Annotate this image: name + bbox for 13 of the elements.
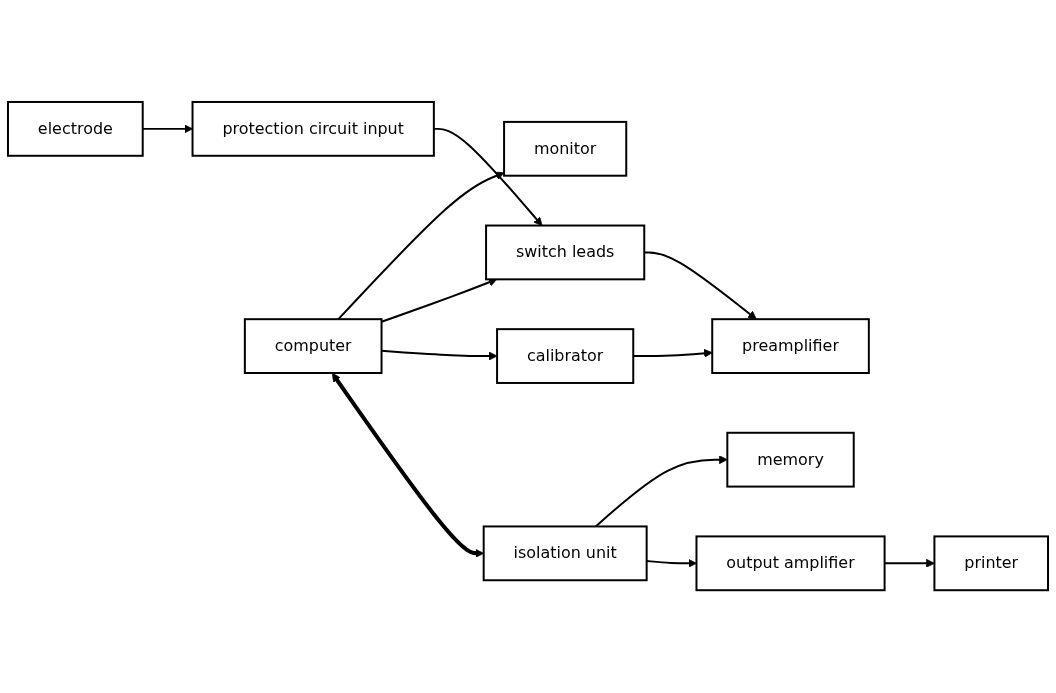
arrow (337, 172, 505, 321)
arrow (594, 455, 728, 528)
node-box: monitor (503, 121, 628, 178)
node-box: electrode (7, 101, 144, 158)
node-box: calibrator (496, 328, 635, 385)
node-box: printer (933, 535, 1049, 592)
node-box: computer (243, 318, 383, 375)
node-box: switch leads (485, 224, 646, 281)
node-box: preamplifier (711, 318, 870, 375)
node-box: memory (726, 432, 855, 488)
node-box: output amplifier (695, 535, 886, 592)
node-box: protection circuit input (191, 101, 435, 158)
node-box: isolation unit (482, 525, 648, 582)
